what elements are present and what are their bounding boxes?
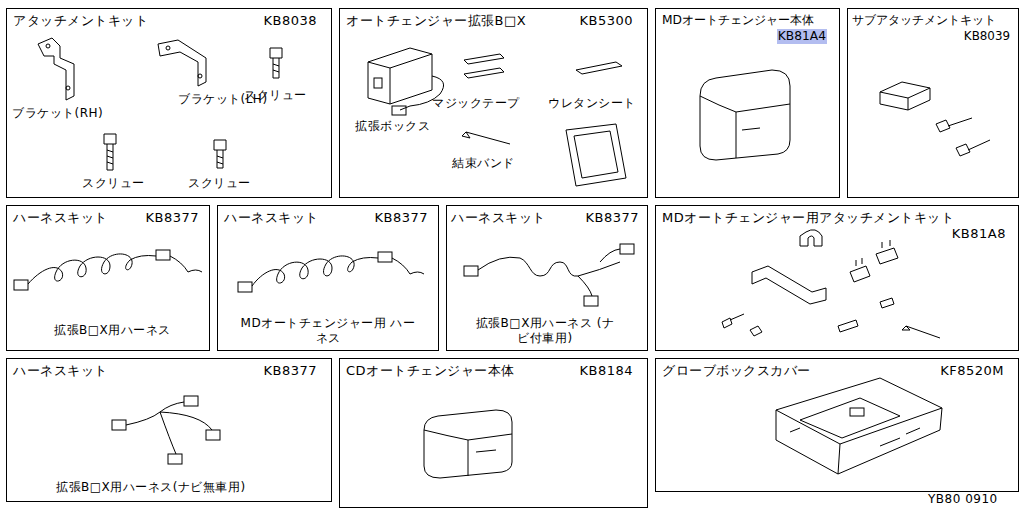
panel-title: ハーネスキット xyxy=(13,363,108,378)
urethane-frame xyxy=(566,124,626,186)
bracket-lh xyxy=(158,40,206,86)
part-name: スクリュー xyxy=(188,176,251,191)
figure-code: YB80 0910 xyxy=(928,492,998,507)
catalog-panel: サブアタッチメントキットKB8039 xyxy=(847,8,1019,198)
part-name: マジックテープ xyxy=(432,96,520,111)
part-number: KB81A4 xyxy=(777,29,827,44)
panel-title: サブアタッチメントキット xyxy=(852,13,996,28)
part-name: 拡張B□X用ハーネス (ナビ付車用) xyxy=(470,316,620,346)
catalog-panel: MDオートチェンジャー用アタッチメントキットKB81A8 xyxy=(655,205,1019,351)
screw xyxy=(270,48,282,78)
urethane-sheet xyxy=(576,62,622,74)
catalog-panel: MDオートチェンジャー本体KB81A4 xyxy=(655,8,840,198)
screw xyxy=(214,140,226,168)
cd-changer xyxy=(424,410,512,478)
panel-title: MDオートチェンジャー本体 xyxy=(662,13,814,28)
bolt xyxy=(956,140,990,156)
sub-bracket xyxy=(880,82,930,110)
panel-title: オートチェンジャー拡張B□X xyxy=(346,13,526,28)
part-number: KB8377 xyxy=(374,210,428,225)
harness xyxy=(238,252,424,292)
part-name: 結束バンド xyxy=(452,156,515,171)
harness xyxy=(14,250,202,290)
panel-title: ハーネスキット xyxy=(13,210,108,225)
bracket-rh xyxy=(38,38,74,100)
panel-title: グローブボックスカバー xyxy=(662,363,811,378)
harness xyxy=(464,244,634,306)
part-name: ウレタンシート xyxy=(548,96,636,111)
part-name: スクリュー xyxy=(82,176,145,191)
part-number: KB81A8 xyxy=(952,226,1006,241)
magic-tape xyxy=(464,54,504,78)
panel-title: MDオートチェンジャー用アタッチメントキット xyxy=(662,210,954,225)
part-name: 拡張B□X用ハーネス xyxy=(54,323,171,338)
part-name: ブラケット(RH) xyxy=(12,106,103,121)
bolt xyxy=(936,118,972,132)
part-name: 拡張ボックス xyxy=(355,119,430,134)
cable-tie xyxy=(462,132,510,144)
panel-title: ハーネスキット xyxy=(451,210,546,225)
part-name: スクリュー xyxy=(244,88,307,103)
part-number: KB8184 xyxy=(579,363,633,378)
panel-title: アタッチメントキット xyxy=(13,13,148,28)
catalog-panel: アタッチメントキット KB8038 xyxy=(6,8,332,198)
panel-title: ハーネスキット xyxy=(224,210,319,225)
part-number: KB8377 xyxy=(585,210,639,225)
md-changer xyxy=(700,70,790,160)
panel-title: CDオートチェンジャー本体 xyxy=(346,363,515,378)
part-number: KB8377 xyxy=(145,210,199,225)
screw xyxy=(104,134,116,170)
part-number: KB5300 xyxy=(579,13,633,28)
part-number: KF8520M xyxy=(940,363,1004,378)
part-number: KB8039 xyxy=(964,29,1010,44)
catalog-panel: グローブボックスカバー KF8520M xyxy=(655,358,1019,492)
md-bracket xyxy=(722,230,940,338)
part-name: MDオートチェンジャー用 ハーネス xyxy=(238,316,418,346)
part-number: KB8038 xyxy=(263,13,317,28)
catalog-panel: CDオートチェンジャー本体 KB8184 xyxy=(339,358,648,508)
part-number: KB8377 xyxy=(263,363,317,378)
part-name: 拡張B□X用ハーネス(ナビ無車用) xyxy=(56,480,246,495)
harness xyxy=(112,396,220,464)
glovebox-cover xyxy=(776,378,942,474)
